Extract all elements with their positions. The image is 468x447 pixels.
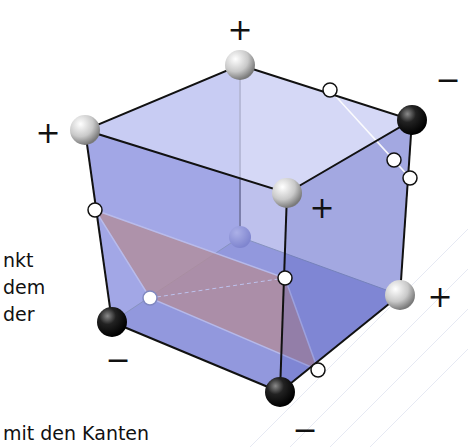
text-fragment: nkt (3, 251, 34, 270)
charge-sign: + (309, 193, 334, 223)
charge-sign: − (435, 65, 460, 95)
charge-sign: + (35, 118, 60, 148)
charge-sign: − (105, 345, 130, 375)
charge-sign: + (227, 15, 252, 45)
charge-sign: − (292, 415, 317, 445)
text-fragment: der (3, 305, 35, 324)
charge-sign: + (427, 282, 452, 312)
text-fragment: mit den Kanten (3, 424, 149, 443)
text-fragment: dem (3, 278, 45, 297)
